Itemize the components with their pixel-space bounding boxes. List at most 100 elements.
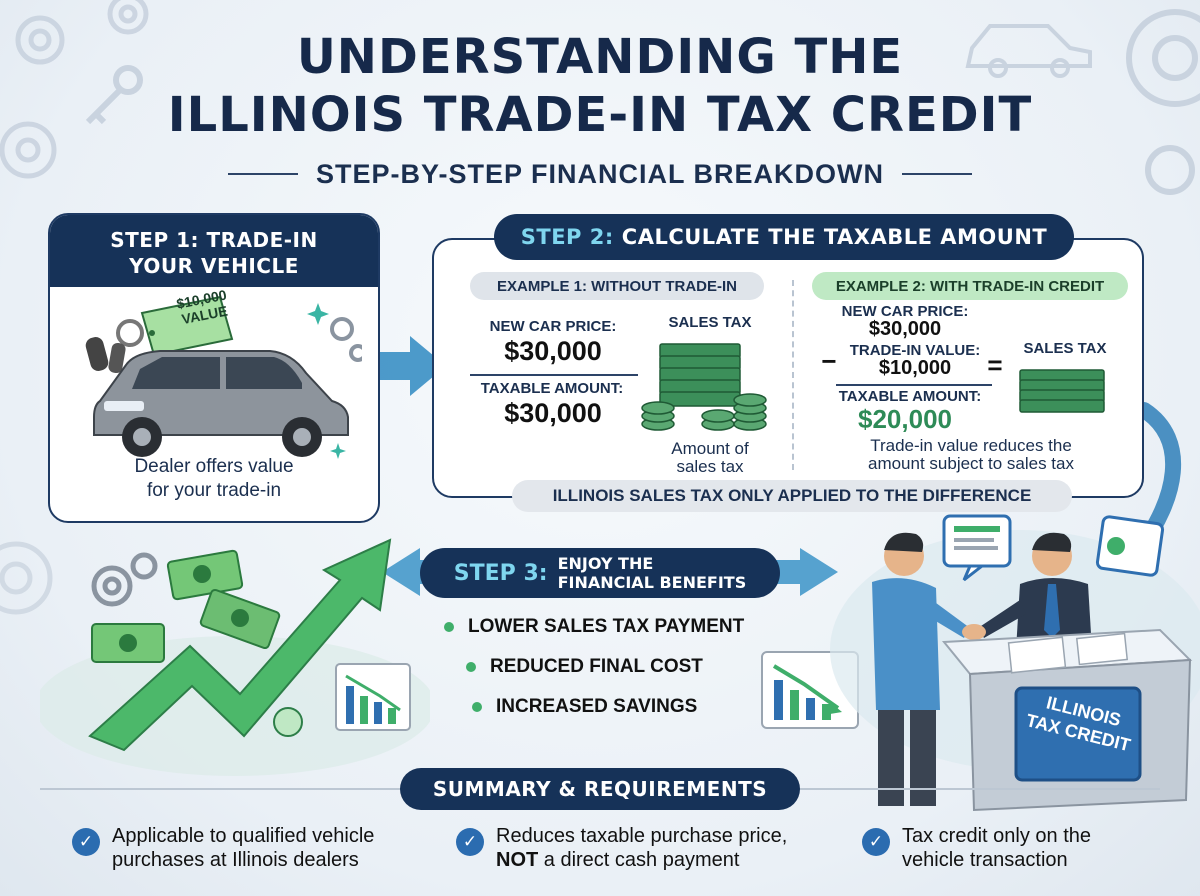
ex2-equals: = [987,350,1003,380]
key-icon [85,65,143,125]
benefit-label: LOWER SALES TAX PAYMENT [468,616,745,637]
bullet-dot-icon [472,702,482,712]
ex2-taxable-label: TAXABLE AMOUNT: [838,388,982,405]
step1-header: STEP 1: TRADE-IN YOUR VEHICLE [50,215,378,287]
ex2-note-line-2: amount subject to sales tax [867,454,1074,473]
example1-label: EXAMPLE 1: WITHOUT TRADE-IN [470,272,764,300]
subtitle-row: STEP-BY-STEP FINANCIAL BREAKDOWN [0,156,1200,192]
ex1-note: Amount of sales tax [648,440,772,476]
salesman-person-icon [978,532,1092,650]
step3-title-line-1: ENJOY THE [557,554,654,573]
checkmark-icon: ✓ [456,828,484,856]
growth-arrow [88,538,392,752]
dollar-coin-icon [273,707,303,737]
requirement-line-2: NOT a direct cash payment [496,848,787,872]
car-keys-icon [85,319,144,374]
step2-title: CALCULATE THE TAXABLE AMOUNT [621,225,1048,249]
gear-icon [0,0,149,179]
ex2-price-label: NEW CAR PRICE: [841,303,969,320]
arrow-step1-to-step2 [380,336,446,396]
wheel-icon [1126,9,1200,195]
subtitle: STEP-BY-STEP FINANCIAL BREAKDOWN [315,158,885,189]
requirement-line-2-rest: a direct cash payment [538,849,740,871]
ex2-note: Trade-in value reduces the amount subjec… [826,437,1116,473]
requirement-line-1: Reduces taxable purchase price, [496,825,788,847]
ex2-tradein-label: TRADE-IN VALUE: [849,342,981,359]
checkmark-icon: ✓ [862,828,890,856]
car-outline-icon [965,24,1092,78]
ex1-cash-stack-icon [641,343,767,431]
requirement-emphasis: NOT [496,849,539,871]
gear-icon [330,317,362,362]
benefit-item: INCREASED SAVINGS [472,696,697,718]
suv-icon [93,350,349,457]
ex1-price-label: NEW CAR PRICE: [489,318,617,335]
speech-bubble-icon [942,514,1165,582]
step3-title-pill: STEP 3: ENJOY THE FINANCIAL BENEFITS [420,548,780,598]
benefit-item: REDUCED FINAL COST [466,656,703,678]
example2-label: EXAMPLE 2: WITH TRADE-IN CREDIT [812,272,1128,300]
step1-caption: Dealer offers value for your trade-in [50,455,378,503]
requirement-line-1: Tax credit only on the [902,825,1091,847]
customer-person-icon [872,532,970,806]
examples-divider [792,280,794,470]
difference-pill: ILLINOIS SALES TAX ONLY APPLIED TO THE D… [512,480,1072,512]
title-line-2: ILLINOIS TRADE-IN TAX CREDIT [167,87,1033,143]
requirement-line-2: vehicle transaction [902,849,1068,871]
requirement-text: Reduces taxable purchase price, NOT a di… [496,824,787,872]
wheel-icon [0,541,53,615]
ex2-cash-stack-icon [1019,369,1105,413]
bullet-dot-icon [444,622,454,632]
checkmark-icon: ✓ [72,828,100,856]
requirement-text: Applicable to qualified vehicle purchase… [112,824,374,872]
requirement-item: ✓ Applicable to qualified vehicle purcha… [72,824,432,872]
requirement-text: Tax credit only on the vehicle transacti… [902,824,1091,872]
subtitle-rule-right [902,173,973,175]
step1-caption-line-2: for your trade-in [146,480,282,501]
benefit-label: INCREASED SAVINGS [496,696,698,717]
title-line-1: UNDERSTANDING THE [296,29,904,85]
requirement-line-1: Applicable to qualified vehicle [112,825,375,847]
ex2-note-line-1: Trade-in value reduces the [870,436,1072,455]
bullet-dot-icon [466,662,476,672]
ex2-taxable-value: $20,000 [858,404,952,434]
step1-title-line-2: YOUR VEHICLE [129,254,299,278]
page-title: UNDERSTANDING THE ILLINOIS TRADE-IN TAX … [0,28,1200,144]
requirement-item: ✓ Reduces taxable purchase price, NOT a … [456,824,836,872]
ex1-sales-tax-label: SALES TAX [668,314,752,331]
price-tag-icon [140,295,234,357]
step2-title-pill: STEP 2: CALCULATE THE TAXABLE AMOUNT [494,214,1074,260]
ex1-taxable-value: $30,000 [504,398,602,428]
ex1-rule [470,374,638,376]
ex1-note-line-1: Amount of [671,439,749,458]
step3-title-line-2: FINANCIAL BENEFITS [557,573,747,592]
handshake-icon [962,624,986,640]
gear-icon [91,552,158,607]
subtitle-rule-left [227,173,298,175]
bar-chart-icon [335,663,411,731]
ex2-minus: − [821,346,837,376]
ex1-taxable-label: TAXABLE AMOUNT: [480,380,624,397]
car-illustration [85,295,362,459]
step2-title-prefix: STEP 2: [520,225,614,249]
ex2-tradein-value: $10,000 [878,357,952,379]
step1-title-line-1: STEP 1: TRADE-IN [110,228,318,252]
ex2-price-value: $30,000 [868,318,942,340]
ex2-sales-tax-label: SALES TAX [1023,340,1107,357]
benefit-label: REDUCED FINAL COST [490,656,703,677]
step3-title: ENJOY THE FINANCIAL BENEFITS [558,554,747,592]
ex2-rule [836,384,992,386]
step1-caption-line-1: Dealer offers value [134,456,294,477]
ex1-note-line-2: sales tax [676,457,744,476]
requirement-line-2: purchases at Illinois dealers [112,849,359,871]
dollar-bill-icon [91,549,281,663]
step1-card: STEP 1: TRADE-IN YOUR VEHICLE [48,213,380,523]
benefit-item: LOWER SALES TAX PAYMENT [444,616,744,638]
step3-title-prefix: STEP 3: [453,560,548,586]
summary-title-pill: SUMMARY & REQUIREMENTS [400,768,800,810]
sparkle-icon [307,303,346,459]
ex1-price-value: $30,000 [504,336,602,366]
desk-icon [941,628,1193,812]
handshake-illustration [830,514,1200,812]
requirement-item: ✓ Tax credit only on the vehicle transac… [862,824,1162,872]
